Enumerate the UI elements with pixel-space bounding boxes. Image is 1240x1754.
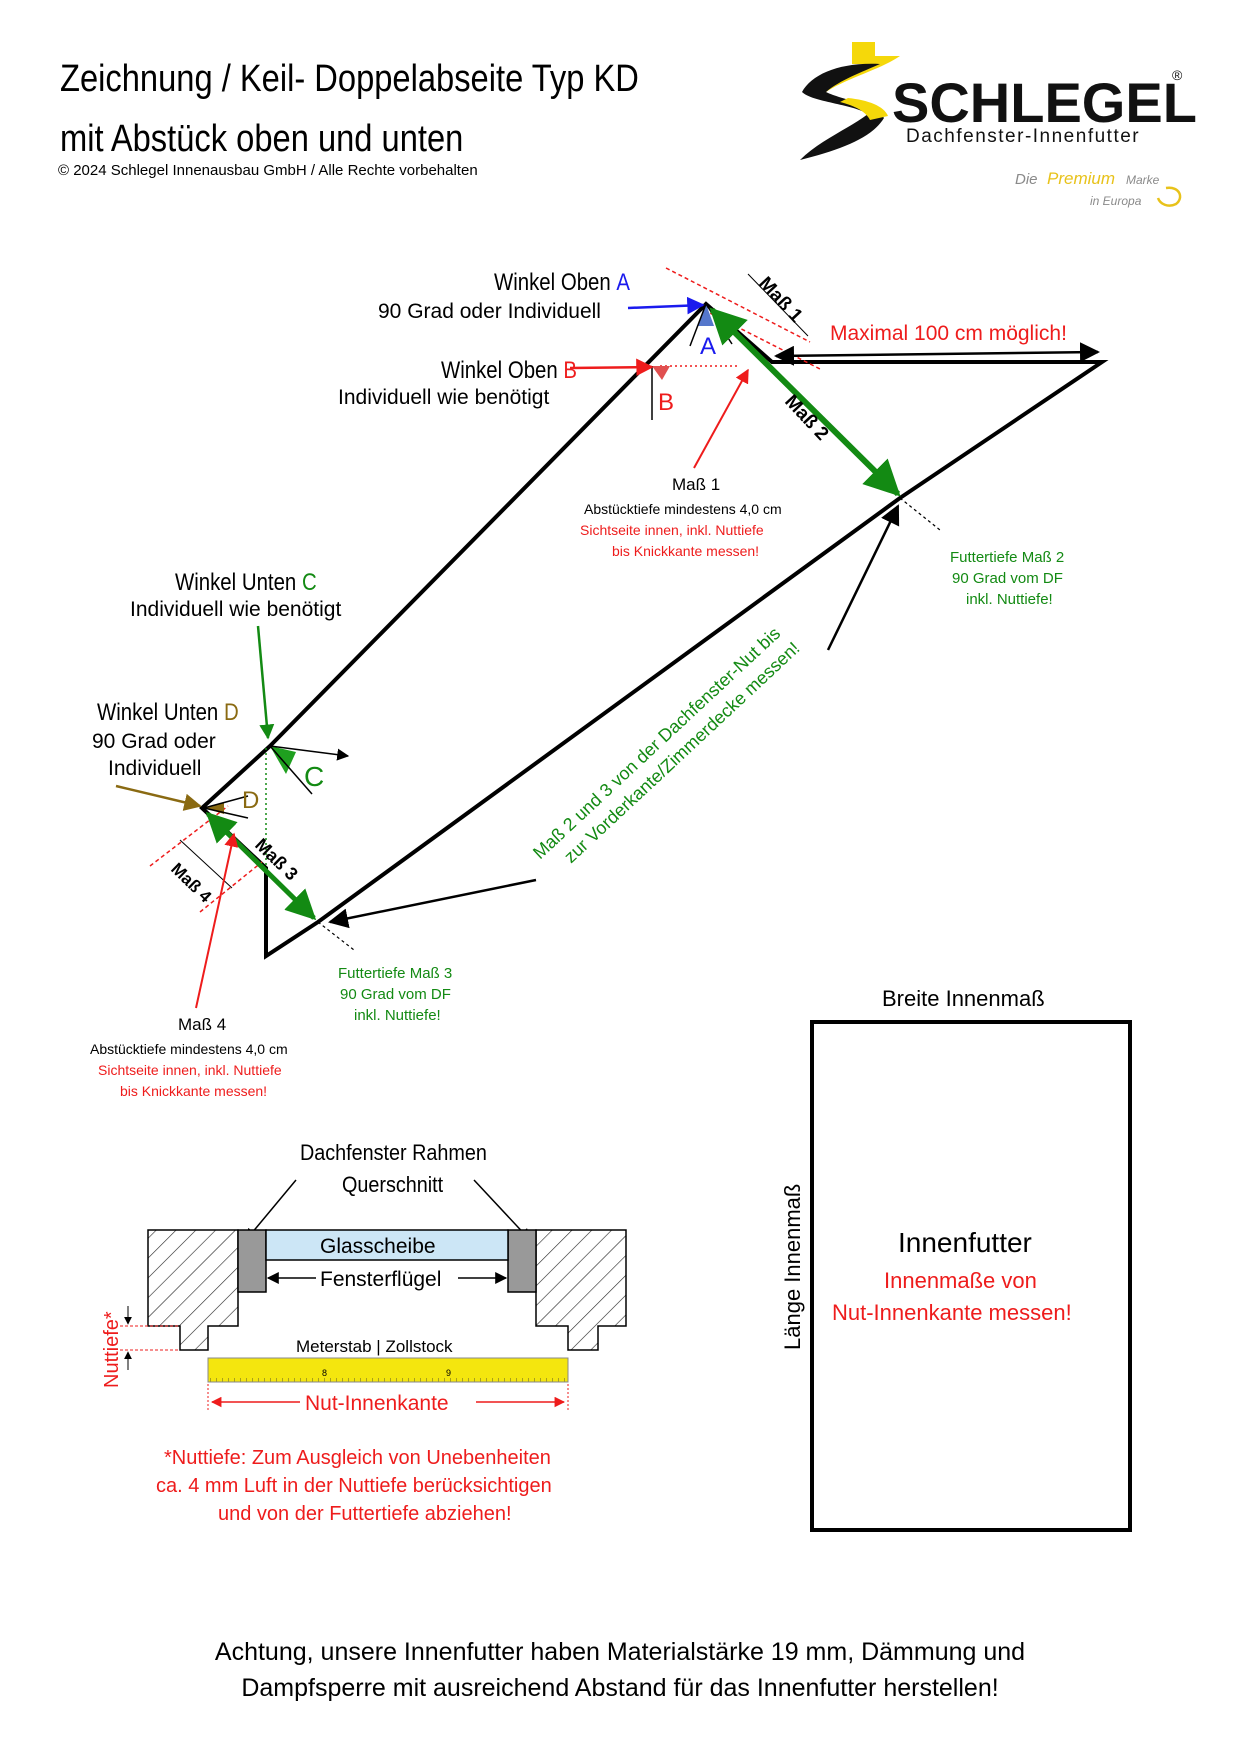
- svg-text:Winkel Unten D: Winkel Unten D: [97, 698, 239, 725]
- logo-swoosh-yellow-bottom-icon: [840, 98, 888, 120]
- title-line-1: Zeichnung / Keil- Doppelabseite Typ KD: [60, 58, 639, 100]
- diag-arrow-upper: [826, 504, 900, 651]
- winkel-oben-b-letter: B: [563, 356, 577, 383]
- angle-a-label: A: [700, 333, 716, 360]
- cross-section-title1: Dachfenster Rahmen: [300, 1141, 487, 1165]
- winkel-unten-d-desc1: 90 Grad oder: [92, 730, 216, 753]
- rect-red1: Innenmaße von: [884, 1268, 1037, 1293]
- futter2-guide: [899, 497, 941, 531]
- diag-arrow-lower: [328, 878, 537, 929]
- rect-title: Innenfutter: [898, 1227, 1032, 1258]
- futter2-l3: inkl. Nuttiefe!: [966, 591, 1053, 608]
- sash-label: Fensterflügel: [320, 1268, 441, 1291]
- svg-text:9: 9: [446, 1368, 451, 1378]
- nuttiefe-note1: *Nuttiefe: Zum Ausgleich von Unebenheite…: [164, 1447, 551, 1469]
- logo-name: SCHLEGEL: [892, 71, 1197, 134]
- max-100-label: Maximal 100 cm möglich!: [830, 322, 1067, 345]
- winkel-unten-c-letter: C: [302, 568, 317, 595]
- mass1-red1: Sichtseite innen, inkl. Nuttiefe: [580, 522, 764, 538]
- winkel-unten-c-prefix: Winkel Unten: [175, 568, 302, 595]
- futter2-l2: 90 Grad vom DF: [952, 570, 1063, 587]
- winkel-unten-c-desc: Individuell wie benötigt: [130, 598, 341, 621]
- mass4-outer-guide: [149, 805, 229, 867]
- tagline-premium: Premium: [1047, 169, 1115, 188]
- mass1-title: Maß 1: [672, 475, 720, 494]
- winkel-unten-d-desc2: Individuell: [108, 757, 201, 780]
- max-100-arrow: [774, 342, 1100, 366]
- diag-instruction-1: Maß 2 und 3 von der Dachfenster-Nut bis: [529, 623, 784, 863]
- mass4-title: Maß 4: [178, 1015, 226, 1034]
- futter3-l3: inkl. Nuttiefe!: [354, 1007, 441, 1024]
- angle-b-wedge: [652, 366, 670, 380]
- svg-text:8: 8: [322, 1368, 327, 1378]
- mass4-red2: bis Knickkante messen!: [120, 1083, 267, 1099]
- angle-d-label: D: [242, 787, 259, 814]
- logo-subtitle: Dachfenster-Innenfutter: [906, 126, 1140, 147]
- frame-cross-section: Dachfenster Rahmen Querschnitt Glasschei…: [101, 1141, 627, 1525]
- nuttiefe-note3: und von der Futtertiefe abziehen!: [218, 1503, 512, 1525]
- svg-text:Winkel Oben B: Winkel Oben B: [441, 356, 577, 383]
- mass2-arrow: [709, 307, 901, 497]
- groove-edge-label: Nut-Innenkante: [305, 1392, 449, 1415]
- futter3-l2: 90 Grad vom DF: [340, 986, 451, 1003]
- mass1-pointer: [693, 368, 749, 469]
- futter3-l1: Futtertiefe Maß 3: [338, 965, 452, 982]
- winkel-oben-a-letter: A: [616, 268, 630, 295]
- tagline-die: Die: [1015, 171, 1038, 188]
- winkel-oben-a-desc: 90 Grad oder Individuell: [378, 300, 601, 323]
- mass1-desc: Abstücktiefe mindestens 4,0 cm: [584, 501, 782, 517]
- ruler-label: Meterstab | Zollstock: [296, 1337, 453, 1356]
- length-label: Länge Innenmaß: [780, 1184, 805, 1350]
- width-label: Breite Innenmaß: [882, 986, 1045, 1011]
- mass4-pointer: [195, 832, 239, 1009]
- footer-line-1: Achtung, unsere Innenfutter haben Materi…: [214, 1638, 1026, 1666]
- tagline-marke: Marke: [1126, 173, 1160, 187]
- cross-section-title2: Querschnitt: [342, 1173, 443, 1197]
- tagline-swirl-icon: [1156, 186, 1182, 207]
- glass-pane: [265, 1229, 509, 1261]
- logo-registered: ®: [1172, 67, 1183, 83]
- copyright: © 2024 Schlegel Innenausbau GmbH / Alle …: [58, 162, 478, 179]
- winkel-a-arrow: [627, 296, 705, 315]
- logo-swoosh-black-icon: [800, 63, 884, 160]
- angle-c-label: C: [304, 761, 324, 792]
- winkel-oben-b-prefix: Winkel Oben: [441, 356, 563, 383]
- futter2-l1: Futtertiefe Maß 2: [950, 549, 1064, 566]
- nuttiefe-note2: ca. 4 mm Luft in der Nuttiefe berücksich…: [156, 1475, 552, 1497]
- diag-instruction-2: zur Vorderkante/Zimmerdecke messen!: [560, 638, 803, 867]
- winkel-unten-d-prefix: Winkel Unten: [97, 698, 224, 725]
- winkel-oben-a-prefix: Winkel Oben: [494, 268, 616, 295]
- title-line-2: mit Abstück oben und unten: [60, 118, 464, 160]
- nuttiefe-label: Nuttiefe*: [101, 1311, 123, 1388]
- mass4-desc: Abstücktiefe mindestens 4,0 cm: [90, 1041, 288, 1057]
- winkel-unten-d-letter: D: [224, 698, 239, 725]
- svg-text:Winkel Unten C: Winkel Unten C: [175, 568, 317, 595]
- winkel-c-arrow: [256, 625, 275, 740]
- angle-b-label: B: [658, 389, 674, 416]
- winkel-oben-b-desc: Individuell wie benötigt: [338, 386, 549, 409]
- svg-text:Winkel Oben A: Winkel Oben A: [494, 268, 630, 295]
- schlegel-logo: SCHLEGEL ® Dachfenster-Innenfutter Die P…: [800, 42, 1197, 208]
- mass1-red2: bis Knickkante messen!: [612, 543, 759, 559]
- mass4-red1: Sichtseite innen, inkl. Nuttiefe: [98, 1062, 282, 1078]
- mass3-arrow: [205, 811, 317, 921]
- inner-lining-rectangle: Breite Innenmaß Länge Innenmaß Innenfutt…: [780, 986, 1132, 1532]
- winkel-d-arrow: [115, 784, 202, 811]
- frame-left-profile: [147, 1229, 239, 1351]
- mass1-label: Maß 1: [754, 273, 806, 327]
- futter3-guide: [317, 921, 355, 951]
- frame-right-profile: [535, 1229, 627, 1351]
- ruler: [207, 1357, 569, 1383]
- tagline-europa: in Europa: [1090, 194, 1142, 208]
- footer-line-2: Dampfsperre mit ausreichend Abstand für …: [241, 1674, 999, 1702]
- rect-red2: Nut-Innenkante messen!: [832, 1300, 1072, 1325]
- sash-right: [507, 1229, 537, 1293]
- winkel-b-arrow: [569, 358, 654, 376]
- glass-label: Glasscheibe: [320, 1235, 436, 1258]
- sash-left: [237, 1229, 267, 1293]
